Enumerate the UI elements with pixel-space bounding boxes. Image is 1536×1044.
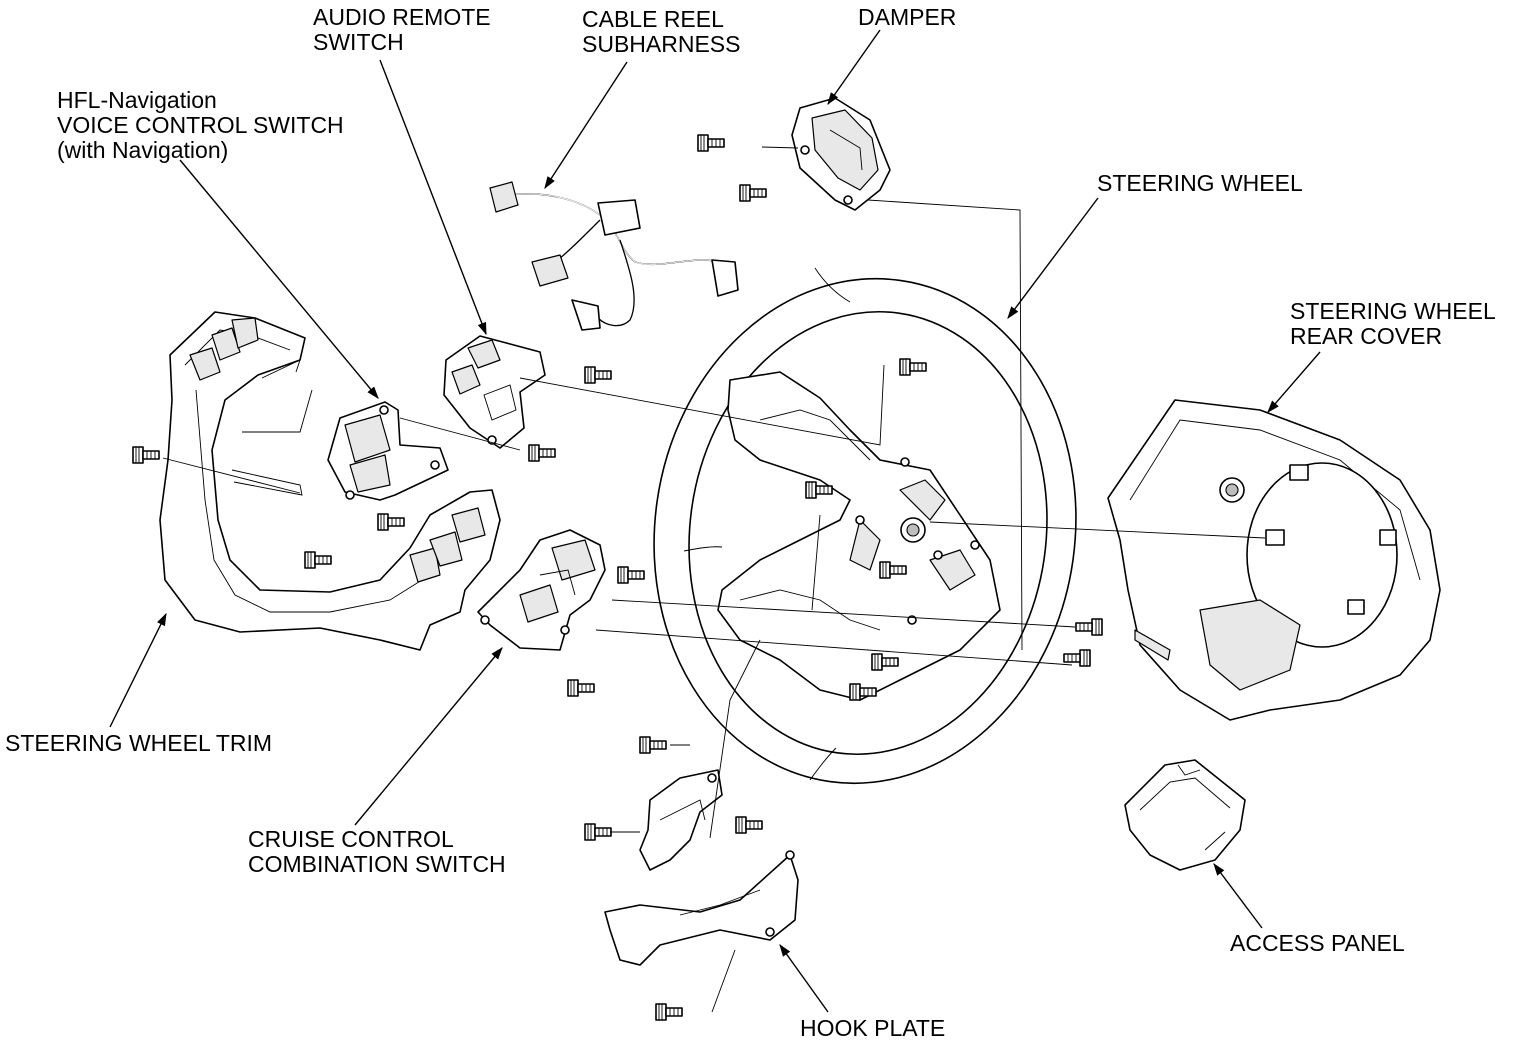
- audio-remote-switch: [443, 335, 546, 449]
- hfl-voice-control-switch: [327, 401, 449, 501]
- cable-reel-subharness: [489, 181, 739, 331]
- access-panel: [1124, 759, 1246, 871]
- steering-wheel-rear-cover: [1107, 399, 1441, 721]
- label-steering-wheel-rear-cover: STEERING WHEEL REAR COVER: [1290, 298, 1496, 349]
- steering-wheel-trim: [159, 311, 501, 651]
- label-audio-remote-switch: AUDIO REMOTE SWITCH: [313, 4, 491, 55]
- alignment-lines: [162, 146, 1266, 1013]
- steering-wheel: [653, 267, 1077, 785]
- label-hfl-voice-control-switch: HFL-Navigation VOICE CONTROL SWITCH (wit…: [57, 87, 344, 163]
- label-cable-reel-subharness: CABLE REEL SUBHARNESS: [582, 6, 741, 57]
- label-access-panel: ACCESS PANEL: [1230, 930, 1405, 956]
- label-cruise-control-combination-switch: CRUISE CONTROL COMBINATION SWITCH: [248, 826, 506, 877]
- label-steering-wheel: STEERING WHEEL: [1097, 170, 1303, 196]
- label-damper: DAMPER: [858, 4, 957, 30]
- cruise-control-combination-switch: [477, 529, 606, 651]
- hook-plate: [604, 769, 799, 966]
- label-steering-wheel-trim: STEERING WHEEL TRIM: [5, 730, 273, 756]
- damper: [791, 97, 891, 211]
- label-hook-plate: HOOK PLATE: [800, 1015, 946, 1041]
- leader-arrows: [109, 29, 1321, 1013]
